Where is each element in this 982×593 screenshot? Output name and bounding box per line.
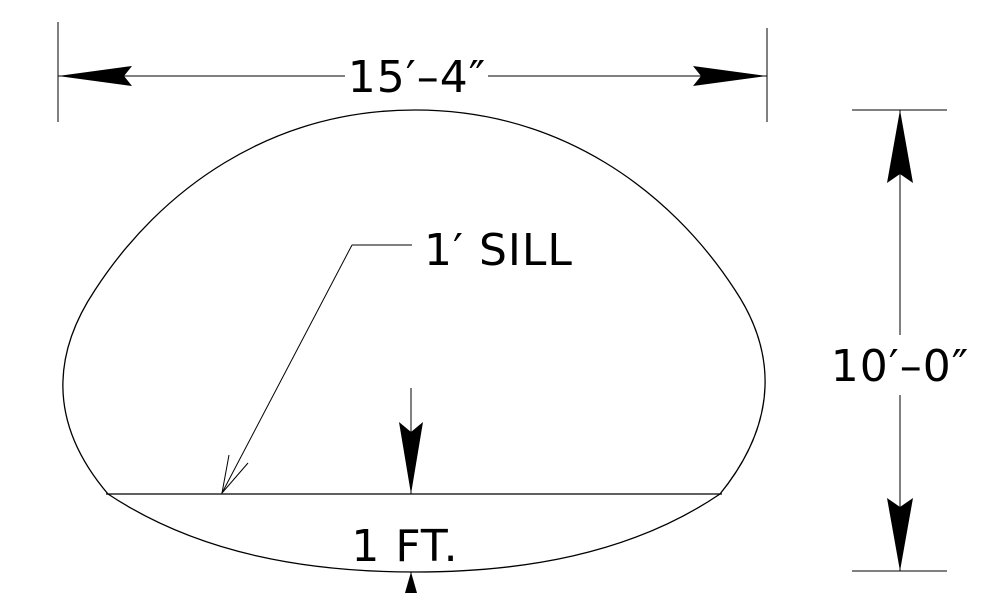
sill-label: 1′ SILL	[424, 225, 573, 276]
height-dimension: 10′–0″	[831, 109, 969, 572]
sill-depth-dimension: 1 FT.	[351, 388, 458, 593]
sill-callout: 1′ SILL	[221, 225, 573, 495]
width-dimension: 15′–4″	[57, 22, 768, 122]
sill-depth-arrowhead-top	[399, 422, 423, 494]
width-arrowhead-left	[58, 66, 132, 86]
width-label: 15′–4″	[348, 52, 486, 103]
height-arrowhead-top	[887, 110, 913, 183]
width-arrowhead-right	[693, 66, 767, 86]
culvert-outline	[62, 109, 766, 573]
height-arrowhead-bottom	[887, 498, 913, 571]
height-label: 10′–0″	[831, 341, 969, 392]
sill-depth-label: 1 FT.	[351, 521, 458, 572]
sill-leader-arrowhead	[221, 454, 249, 495]
sill-leader-diagonal	[221, 244, 353, 494]
sill-depth-arrowhead-bottom	[405, 572, 417, 593]
